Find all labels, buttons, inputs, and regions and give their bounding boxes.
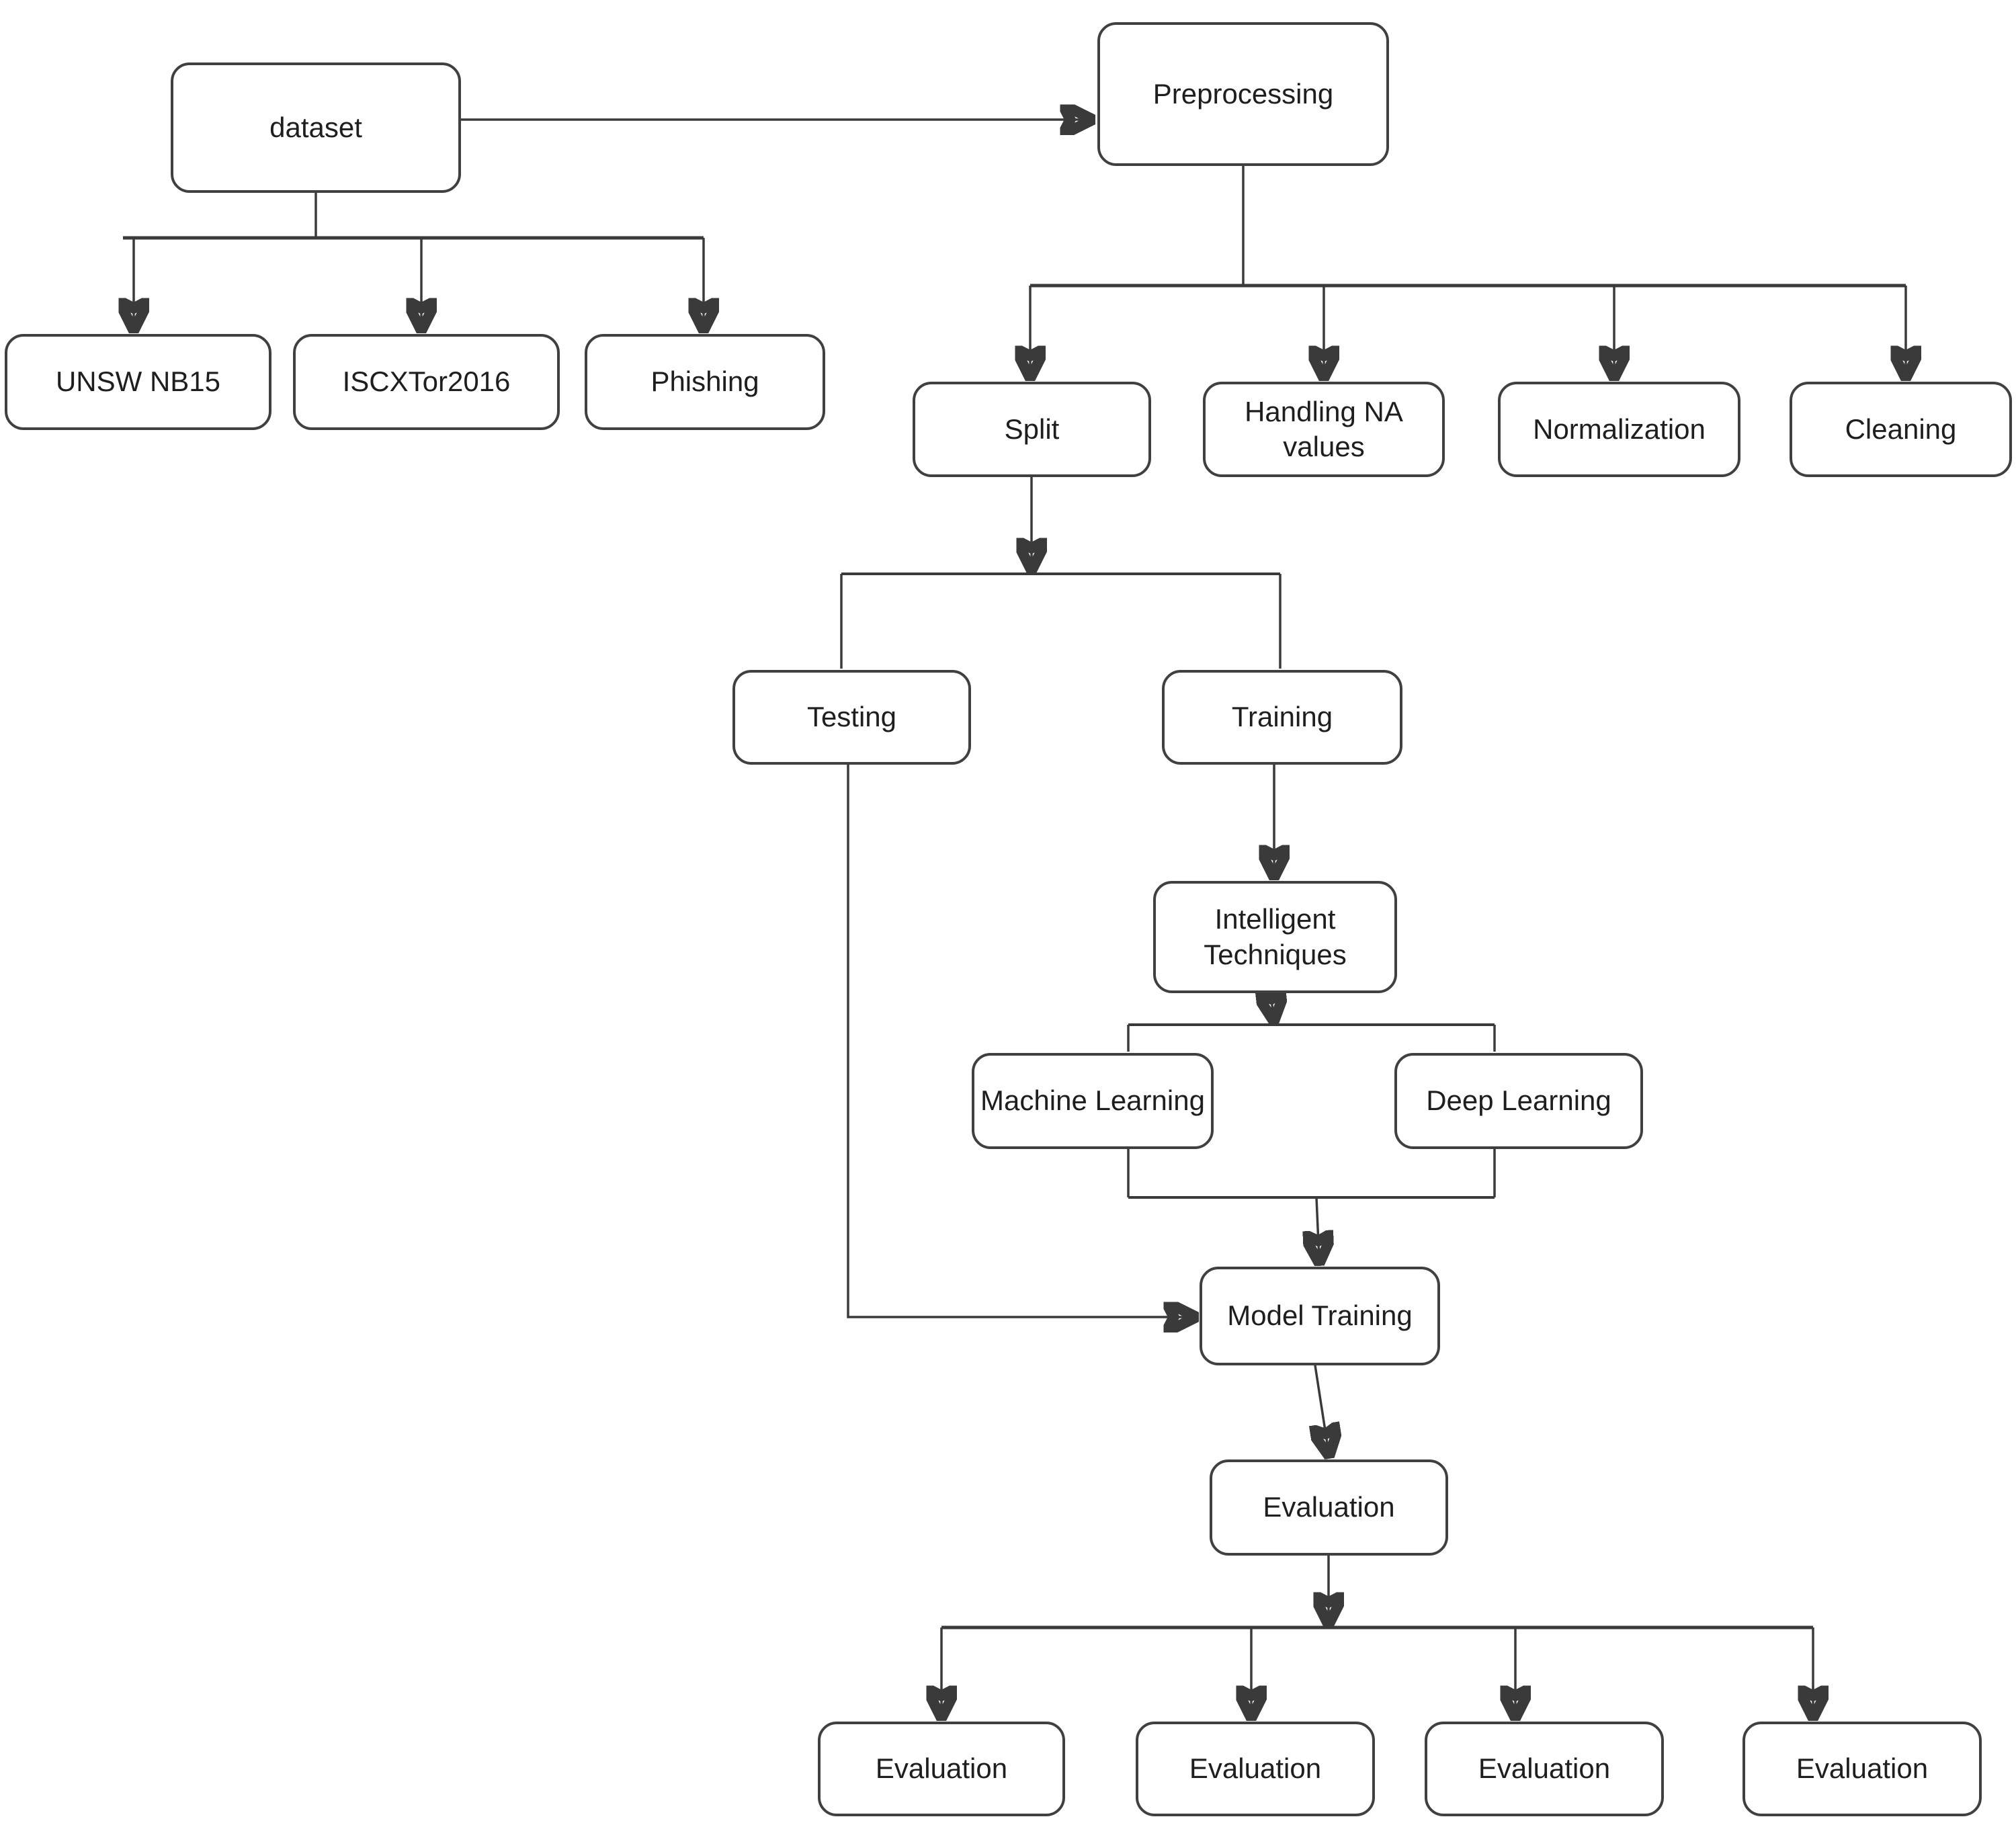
node-evaluation-child-4-label: Evaluation [1796, 1752, 1929, 1785]
edge-intelligent-stem [1271, 993, 1273, 1017]
node-handling-na-values-label: Handling NA values [1245, 395, 1403, 463]
node-evaluation-child-1[interactable]: Evaluation [818, 1722, 1065, 1816]
node-cleaning[interactable]: Cleaning [1790, 382, 2012, 477]
node-evaluation-child-4[interactable]: Evaluation [1742, 1722, 1982, 1816]
node-cleaning-label: Cleaning [1845, 413, 1957, 445]
node-evaluation-label: Evaluation [1263, 1491, 1395, 1523]
node-evaluation-child-1-label: Evaluation [875, 1752, 1008, 1785]
node-intelligent-techniques-label: Intelligent Techniques [1204, 903, 1347, 970]
node-iscxtor2016[interactable]: ISCXTor2016 [293, 334, 560, 430]
node-handling-na-values[interactable]: Handling NA values [1203, 382, 1445, 477]
node-deep-learning-label: Deep Learning [1426, 1085, 1611, 1117]
node-phishing-label: Phishing [650, 366, 759, 398]
node-training[interactable]: Training [1162, 670, 1402, 765]
edge-model-training-evaluation [1315, 1365, 1329, 1452]
node-machine-learning-label: Machine Learning [980, 1085, 1205, 1117]
node-machine-learning[interactable]: Machine Learning [972, 1053, 1214, 1149]
node-model-training[interactable]: Model Training [1200, 1267, 1440, 1365]
node-intelligent-techniques[interactable]: Intelligent Techniques [1153, 881, 1397, 993]
node-testing[interactable]: Testing [732, 670, 971, 765]
edge-merge-model-training [1316, 1197, 1319, 1259]
node-preprocessing-label: Preprocessing [1152, 77, 1334, 110]
node-evaluation-child-2-label: Evaluation [1189, 1752, 1322, 1785]
node-training-label: Training [1231, 701, 1333, 733]
node-deep-learning[interactable]: Deep Learning [1394, 1053, 1643, 1149]
node-evaluation-child-3-label: Evaluation [1478, 1752, 1611, 1785]
node-unsw-nb15[interactable]: UNSW NB15 [5, 334, 271, 430]
node-evaluation[interactable]: Evaluation [1210, 1459, 1448, 1556]
node-evaluation-child-2[interactable]: Evaluation [1136, 1722, 1375, 1816]
node-evaluation-child-3[interactable]: Evaluation [1425, 1722, 1664, 1816]
node-dataset-label: dataset [269, 111, 362, 143]
edge-testing-model-training [847, 765, 1192, 1317]
node-testing-label: Testing [806, 701, 897, 733]
node-unsw-nb15-label: UNSW NB15 [55, 366, 221, 398]
node-normalization-label: Normalization [1533, 413, 1706, 445]
node-phishing[interactable]: Phishing [585, 334, 825, 430]
node-split[interactable]: Split [913, 382, 1151, 477]
node-model-training-label: Model Training [1227, 1300, 1413, 1332]
node-normalization[interactable]: Normalization [1498, 382, 1740, 477]
node-dataset[interactable]: dataset [171, 62, 461, 193]
node-iscxtor2016-label: ISCXTor2016 [342, 366, 511, 398]
node-split-label: Split [1004, 413, 1060, 445]
node-preprocessing[interactable]: Preprocessing [1097, 22, 1389, 166]
